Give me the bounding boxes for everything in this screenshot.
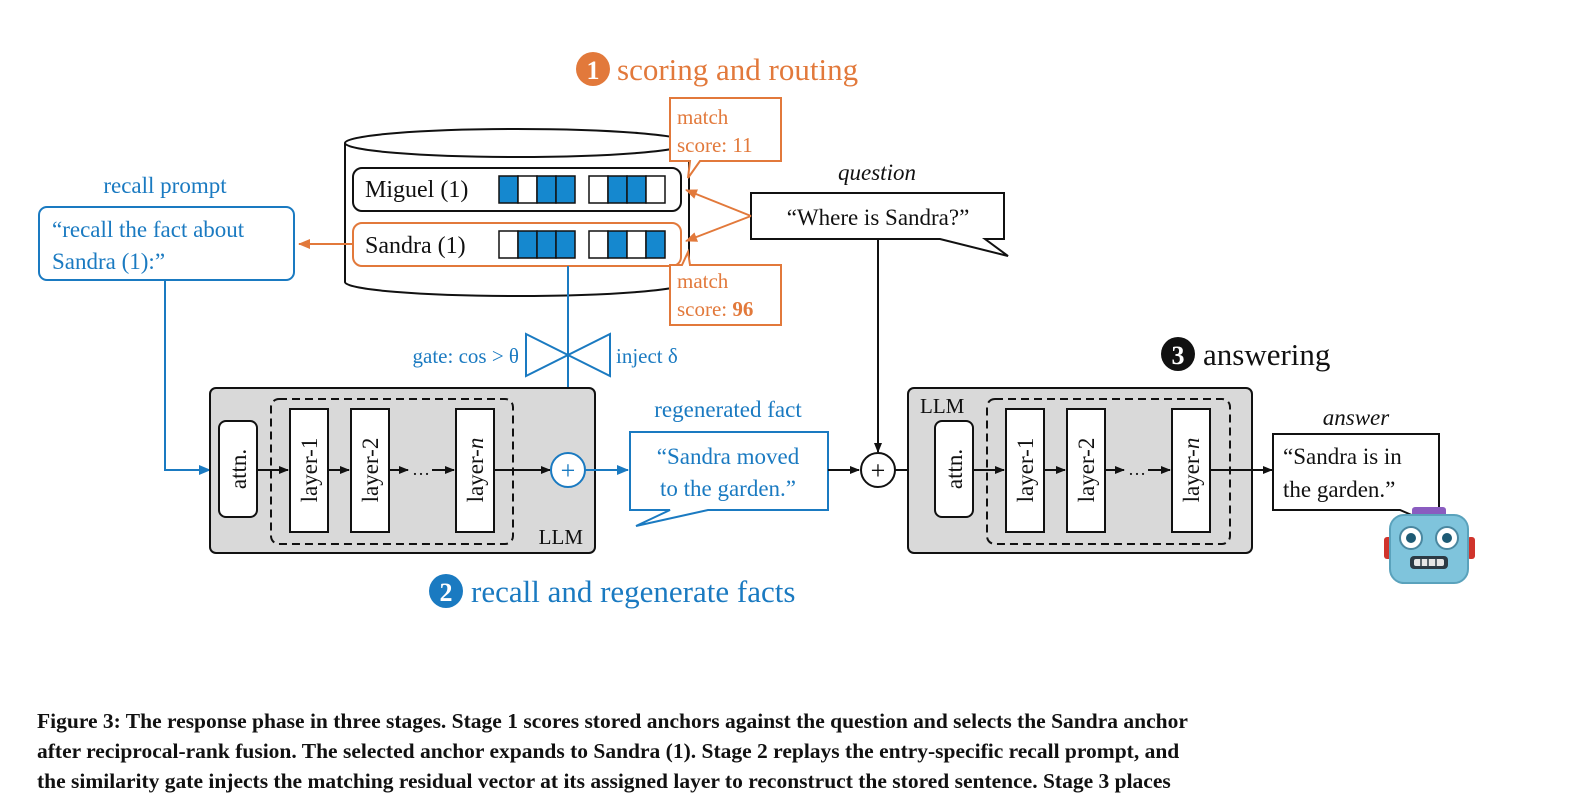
match-miguel-line1: match — [677, 105, 729, 129]
response-phase-diagram: 1 scoring and routing Miguel (1) Sandra … — [38, 52, 1475, 609]
stage2-heading: 2 recall and regenerate facts — [429, 574, 795, 609]
miguel-vector-cell — [645, 175, 666, 204]
llm-block-1: attn. layer-1 layer-2 layer-n … LLM — [209, 387, 596, 554]
anchor-sandra[interactable]: Sandra (1) — [352, 222, 682, 267]
question-text: “Where is Sandra?” — [787, 205, 970, 230]
anchor-miguel-label: Miguel (1) — [365, 177, 468, 203]
miguel-vector-cell — [588, 175, 609, 204]
anchor-miguel[interactable]: Miguel (1) — [352, 167, 682, 212]
layer-label-1-n: layer-n — [463, 438, 488, 503]
llm-block-2: LLM attn. layer-1 layer-2 layer-n … — [907, 387, 1253, 554]
caption-line-1: Figure 3: The response phase in three st… — [37, 709, 1188, 733]
recall-prompt-label: recall prompt — [103, 173, 227, 198]
layer-box-1-n — [455, 408, 495, 533]
attn-label-2: attn. — [942, 449, 967, 489]
route-arrow-miguel — [685, 189, 752, 217]
layer-box-2-n — [1171, 408, 1211, 533]
route-arrow-sandra — [685, 215, 752, 242]
layer-label-2-2: layer-2 — [1074, 438, 1099, 503]
llm-name-2: LLM — [920, 394, 965, 418]
match-sandra-line2-group: score: 96 — [677, 297, 753, 321]
match-miguel-line2: score: 11 — [677, 133, 753, 157]
miguel-vector-cells — [498, 175, 666, 204]
sandra-vector-cell — [517, 230, 538, 259]
sandra-vector-cell — [607, 230, 628, 259]
recall-prompt: recall prompt “recall the fact about San… — [38, 173, 295, 281]
stage1-number: 1 — [587, 56, 600, 85]
match-sandra-line1: match — [677, 269, 729, 293]
match-score-miguel: match score: 11 — [669, 97, 782, 179]
layer-box-1-2 — [350, 408, 390, 533]
combine-plus: + — [860, 452, 896, 488]
caption-line-2: after reciprocal-rank fusion. The select… — [37, 739, 1180, 763]
similarity-gate: gate: cos > θ inject δ — [413, 266, 678, 445]
layer-ellipsis-1: … — [412, 459, 430, 479]
stage1-number-badge — [576, 52, 610, 86]
robot-face-icon — [1384, 507, 1475, 584]
sandra-vector-cell — [626, 230, 647, 259]
layer-label-1-2: layer-2 — [358, 438, 383, 503]
miguel-vector-cell — [626, 175, 647, 204]
miguel-vector-cell — [536, 175, 557, 204]
layer-label-2-1: layer-1 — [1013, 438, 1038, 503]
miguel-vector-cell — [555, 175, 576, 204]
anchor-sandra-label: Sandra (1) — [365, 233, 466, 259]
stage3-number: 3 — [1172, 341, 1185, 370]
answer-line1: “Sandra is in — [1283, 444, 1402, 469]
regenerated-fact: regenerated fact “Sandra moved to the ga… — [629, 397, 829, 527]
sandra-vector-cell — [588, 230, 609, 259]
anchor-store — [344, 128, 690, 297]
match-sandra-value: 96 — [732, 297, 753, 321]
miguel-vector-cell — [498, 175, 519, 204]
sandra-vector-cells — [498, 230, 666, 259]
regenerated-label: regenerated fact — [654, 397, 802, 422]
recall-prompt-line2: Sandra (1):” — [52, 249, 165, 274]
regenerated-line1: “Sandra moved — [657, 444, 800, 469]
injection-plus: + — [550, 452, 586, 488]
answer-label: answer — [1323, 405, 1391, 430]
caption-line-3: the similarity gate injects the matching… — [37, 769, 1171, 793]
question-label: question — [838, 160, 916, 185]
answer-line2: the garden.” — [1283, 477, 1395, 502]
sandra-vector-cell — [645, 230, 666, 259]
answer-bubble: answer “Sandra is in the garden.” — [1272, 405, 1441, 529]
stage3-title: answering — [1203, 337, 1330, 372]
layer-ellipsis-2: … — [1128, 459, 1146, 479]
miguel-vector-cell — [517, 175, 538, 204]
miguel-vector-cell — [607, 175, 628, 204]
question-bubble: question “Where is Sandra?” — [750, 160, 1009, 257]
match-sandra-line2: score: — [677, 297, 732, 321]
recall-flow-arrow — [164, 280, 211, 475]
stage2-title: recall and regenerate facts — [471, 574, 795, 609]
sandra-vector-cell — [536, 230, 557, 259]
inject-label: inject δ — [616, 344, 678, 368]
attn-label-1: attn. — [226, 449, 251, 489]
stage3-heading: 3 answering — [1161, 337, 1330, 372]
gate-label: gate: cos > θ — [413, 344, 519, 368]
recall-prompt-line1: “recall the fact about — [52, 217, 245, 242]
sandra-vector-cell — [498, 230, 519, 259]
regenerated-line2: to the garden.” — [660, 476, 796, 501]
injection-plus-symbol: + — [561, 456, 576, 485]
layer-label-2-n: layer-n — [1179, 438, 1204, 503]
layer-box-1-1 — [289, 408, 329, 533]
stage1-heading: 1 scoring and routing — [576, 52, 858, 87]
llm-name-1: LLM — [539, 525, 584, 549]
layer-label-1-1: layer-1 — [297, 438, 322, 503]
combine-plus-symbol: + — [871, 456, 886, 485]
figure-caption: Figure 3: The response phase in three st… — [37, 706, 1537, 796]
sandra-vector-cell — [555, 230, 576, 259]
layer-box-2-2 — [1066, 408, 1106, 533]
stage2-number: 2 — [440, 578, 453, 607]
match-score-sandra: match score: 96 — [669, 248, 782, 326]
stage2-number-badge — [429, 574, 463, 608]
stage3-number-badge — [1161, 337, 1195, 371]
stage1-title: scoring and routing — [617, 52, 858, 87]
